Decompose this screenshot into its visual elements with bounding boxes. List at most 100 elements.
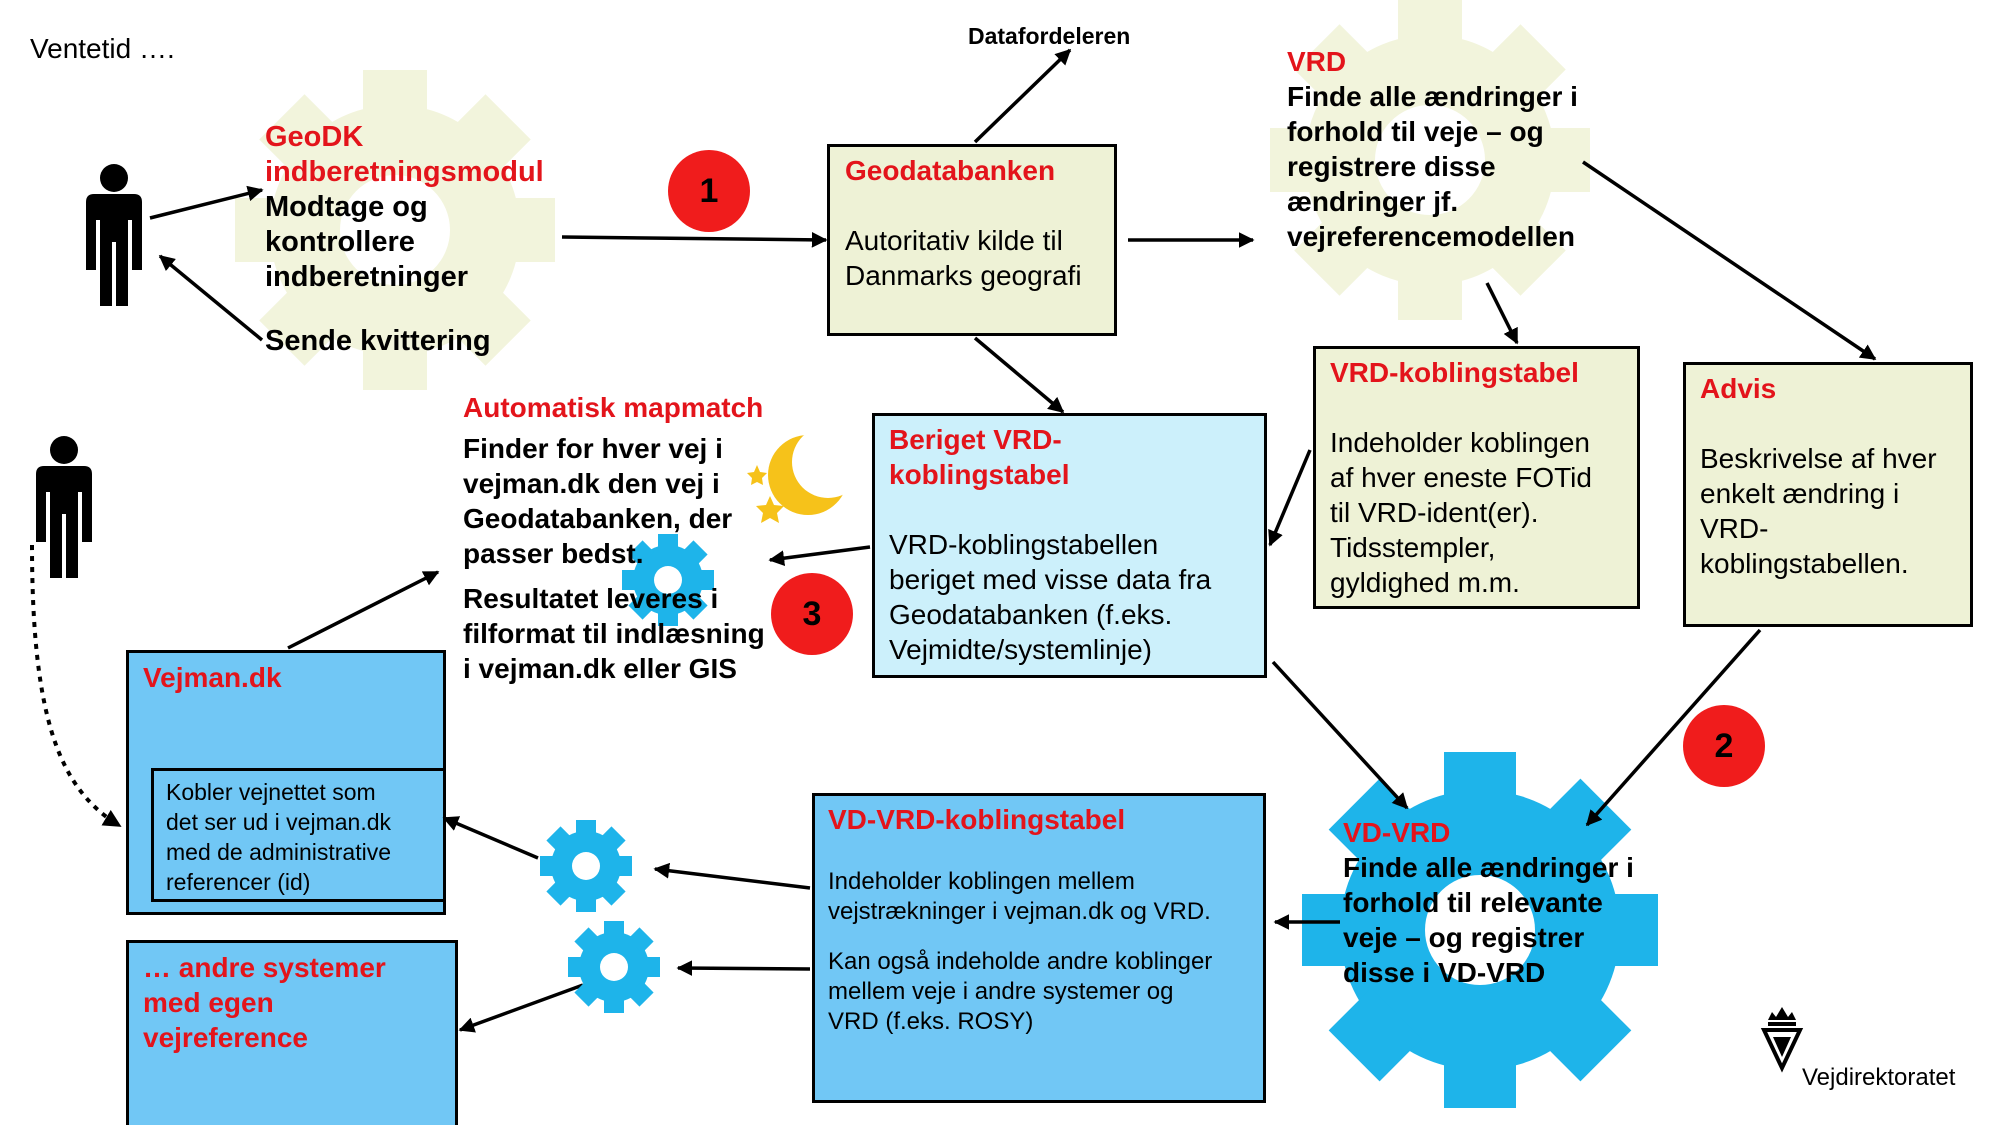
andre-title-line3: vejreference bbox=[143, 1022, 309, 1053]
vd-vrd-body-line4: disse i VD-VRD bbox=[1343, 957, 1546, 988]
arrow-vrd-to-advis bbox=[1582, 160, 1877, 361]
vd-vrd-koblingstabel-body-line3: Kan også indeholde andre koblinger bbox=[828, 948, 1213, 975]
vd-vrd-title: VD-VRD bbox=[1343, 817, 1451, 848]
vd-vrd-body-line2: forhold til relevante bbox=[1343, 887, 1603, 918]
geodk-body-line1: Modtage og bbox=[265, 191, 428, 223]
vejman-inner-text: Kobler vejnettet som det ser ud i vejman… bbox=[166, 777, 391, 897]
advis-body-line3: VRD- bbox=[1700, 513, 1769, 544]
vrd-body-line2: forhold til veje – og bbox=[1287, 116, 1544, 147]
star-icon bbox=[747, 465, 767, 485]
mapmatch-text: Automatisk mapmatch Finder for hver vej … bbox=[463, 390, 765, 686]
andre-title-line2: med egen bbox=[143, 987, 274, 1018]
geodatabanken-title: Geodatabanken bbox=[845, 155, 1056, 186]
vd-vrd-koblingstabel-title: VD-VRD-koblingstabel bbox=[828, 804, 1126, 835]
vrd-koblingstabel-body-line1: Indeholder koblingen bbox=[1330, 427, 1590, 458]
geodk-gear-icon bbox=[235, 70, 555, 390]
vd-vrd-gear-icon bbox=[1302, 752, 1658, 1108]
advis-text: Advis Beskrivelse af hver enkelt ændring… bbox=[1700, 371, 1937, 581]
vrd-koblingstabel-title: VRD-koblingstabel bbox=[1330, 357, 1579, 388]
step-badge-2: 2 bbox=[1683, 705, 1765, 787]
gear-icon bbox=[540, 820, 632, 912]
star-icon bbox=[756, 496, 784, 523]
advis-body-line2: enkelt ændring i bbox=[1700, 478, 1900, 509]
vrd-koblingstabel-body-line4: Tidsstempler, bbox=[1330, 532, 1496, 563]
arrow-beriget-to-mapmatch bbox=[768, 545, 871, 566]
beriget-title-line1: Beriget VRD- bbox=[889, 424, 1062, 455]
vrd-gear-icon bbox=[1270, 0, 1590, 320]
geodk-body-line3: indberetninger bbox=[265, 261, 469, 293]
vd-vrd-text: VD-VRD Finde alle ændringer i forhold ti… bbox=[1343, 815, 1634, 990]
moon-icon bbox=[768, 426, 864, 515]
beriget-body-line4: Vejmidte/systemlinje) bbox=[889, 634, 1152, 665]
person-icon bbox=[86, 164, 142, 306]
vrd-body-line1: Finde alle ændringer i bbox=[1287, 81, 1578, 112]
geodk-receipt: Sende kvittering bbox=[265, 325, 491, 357]
vrd-body-line5: vejreferencemodellen bbox=[1287, 221, 1575, 252]
vrd-koblingstabel-text: VRD-koblingstabel Indeholder koblingen a… bbox=[1330, 355, 1592, 600]
arrow-beriget-to-vd-vrd bbox=[1271, 660, 1409, 810]
mapmatch-body-line3: Geodatabanken, der bbox=[463, 503, 733, 534]
arrow-gear-a-to-vejman bbox=[442, 816, 539, 860]
arrow-koblingstabel-to-gear-b bbox=[676, 960, 811, 976]
geodatabanken-body-line1: Autoritativ kilde til bbox=[845, 225, 1063, 256]
arrow-koblingstabel-to-beriget bbox=[1268, 449, 1312, 547]
mapmatch-body-line4: passer bedst. bbox=[463, 538, 644, 569]
vd-vrd-body-line3: veje – og registrer bbox=[1343, 922, 1585, 953]
arrow-gear-b-to-andre bbox=[458, 983, 584, 1033]
arrow-vrd-to-koblingstabel bbox=[1485, 282, 1519, 345]
arrow-geodatabanken-to-datafordeleren bbox=[973, 48, 1072, 144]
gear-icon bbox=[622, 534, 714, 626]
mapmatch-body-line1: Finder for hver vej i bbox=[463, 433, 723, 464]
vejman-inner-box bbox=[151, 768, 446, 902]
advis-body-line4: koblingstabellen. bbox=[1700, 548, 1909, 579]
datafordeleren-label: Datafordeleren bbox=[968, 23, 1131, 49]
mapmatch-body-line6: filformat til indlæsning bbox=[463, 618, 765, 649]
vejman-title: Vejman.dk bbox=[143, 662, 282, 693]
step-badge-1: 1 bbox=[668, 150, 750, 232]
beriget-body-line2: beriget med visse data fra bbox=[889, 564, 1212, 595]
vejman-inner-line1: Kobler vejnettet som bbox=[166, 779, 376, 805]
vrd-body-line3: registrere disse bbox=[1287, 151, 1496, 182]
vrd-koblingstabel-box bbox=[1313, 346, 1640, 609]
mapmatch-body-line5: Resultatet leveres i bbox=[463, 583, 719, 614]
vrd-text: VRD Finde alle ændringer i forhold til v… bbox=[1287, 44, 1578, 254]
vejman-inner-line3: med de administrative bbox=[166, 839, 391, 865]
advis-title: Advis bbox=[1700, 373, 1777, 404]
vd-vrd-koblingstabel-text: VD-VRD-koblingstabel Indeholder koblinge… bbox=[828, 802, 1212, 1037]
andre-box bbox=[126, 940, 458, 1125]
vrd-title: VRD bbox=[1287, 46, 1347, 77]
arrow-geodk-to-geodatabanken bbox=[561, 231, 828, 248]
vrd-koblingstabel-body-line5: gyldighed m.m. bbox=[1330, 567, 1520, 598]
person-icon bbox=[36, 436, 92, 578]
andre-title-line1: … andre systemer bbox=[143, 952, 386, 983]
beriget-title-line2: koblingstabel bbox=[889, 459, 1070, 490]
step-badge-3: 3 bbox=[771, 573, 853, 655]
vd-vrd-koblingstabel-body-line2: vejstrækninger i vejman.dk og VRD. bbox=[828, 898, 1211, 925]
vejman-inner-line2: det ser ud i vejman.dk bbox=[166, 809, 392, 835]
arrow-receipt-to-person bbox=[158, 254, 264, 342]
arrow-person-to-geodk bbox=[149, 185, 264, 220]
vrd-koblingstabel-body-line2: af hver eneste FOTid bbox=[1330, 462, 1592, 493]
vd-vrd-koblingstabel-body-line5: VRD (f.eks. ROSY) bbox=[828, 1008, 1034, 1035]
geodatabanken-text: Geodatabanken Autoritativ kilde til Danm… bbox=[845, 153, 1082, 293]
logo-text: Vejdirektoratet bbox=[1802, 1064, 1956, 1091]
geodk-block: GeoDK indberetningsmodul Modtage og kont… bbox=[265, 120, 544, 295]
advis-body-line1: Beskrivelse af hver bbox=[1700, 443, 1937, 474]
beriget-text: Beriget VRD- koblingstabel VRD-koblingst… bbox=[889, 422, 1211, 667]
vd-vrd-body-line1: Finde alle ændringer i bbox=[1343, 852, 1634, 883]
arrow-advis-to-vd-vrd bbox=[1585, 628, 1762, 827]
beriget-body-line1: VRD-koblingstabellen bbox=[889, 529, 1159, 560]
advis-box bbox=[1683, 362, 1973, 627]
vd-vrd-koblingstabel-body-line4: mellem veje i andre systemer og bbox=[828, 978, 1174, 1005]
mapmatch-body-line7: i vejman.dk eller GIS bbox=[463, 653, 737, 684]
crown-logo-icon bbox=[1760, 1007, 1804, 1073]
geodk-title-line1: GeoDK bbox=[265, 121, 364, 153]
mapmatch-body-line2: vejman.dk den vej i bbox=[463, 468, 720, 499]
geodatabanken-box bbox=[827, 144, 1117, 336]
dotted-connector bbox=[30, 544, 122, 828]
beriget-box bbox=[872, 413, 1267, 678]
geodk-body-line2: kontrollere bbox=[265, 226, 415, 258]
mapmatch-title: Automatisk mapmatch bbox=[463, 392, 764, 423]
arrow-geodatabanken-to-beriget bbox=[973, 336, 1065, 414]
